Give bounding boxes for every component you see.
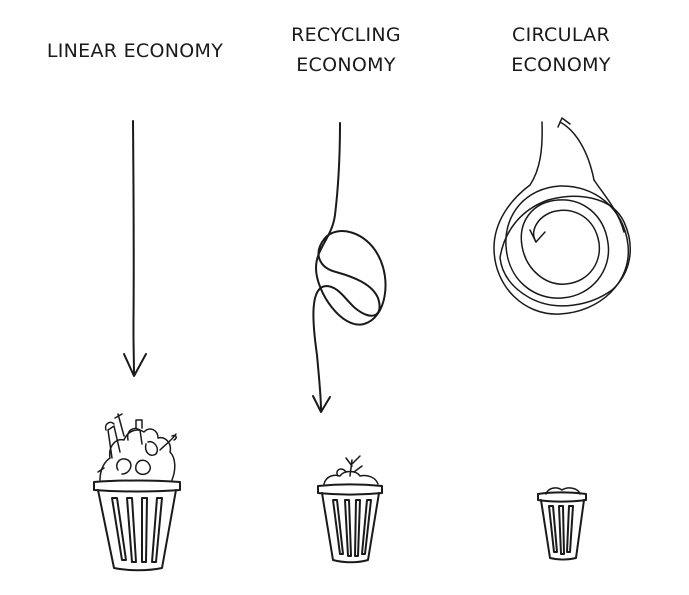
overflowing-trash-bin-icon xyxy=(93,413,181,572)
down-arrow-icon xyxy=(123,120,147,377)
recycling-economy-title-line-2: ECONOMY xyxy=(296,54,396,76)
circular-economy-title-line-2: ECONOMY xyxy=(511,54,611,76)
looping-arrow-icon xyxy=(312,122,387,413)
recycling-economy-title-line-1: RECYCLING xyxy=(291,24,401,46)
linear-economy-title: LINEAR ECONOMY xyxy=(40,36,230,66)
circular-economy-title-line-1: CIRCULAR xyxy=(512,24,610,46)
half-full-trash-bin-icon xyxy=(317,455,383,564)
recycling-economy-title: RECYCLING ECONOMY xyxy=(256,20,436,80)
nearly-empty-trash-bin-icon xyxy=(537,487,587,561)
spiral-arrow-icon xyxy=(493,117,631,315)
linear-economy-title-line-1: LINEAR ECONOMY xyxy=(46,40,224,62)
circular-economy-title: CIRCULAR ECONOMY xyxy=(476,20,646,80)
